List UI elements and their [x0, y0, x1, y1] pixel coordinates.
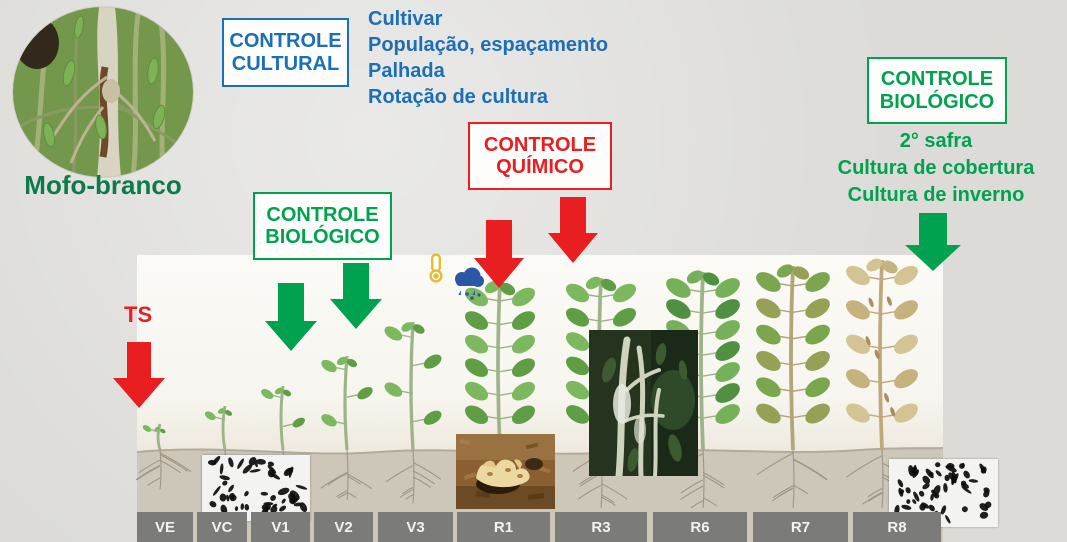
thermometer-icon [426, 253, 446, 283]
cultural-item: Cultivar [368, 6, 608, 32]
controle-biologico-right-line1: CONTROLE [881, 68, 993, 90]
controle-biologico-left-box: CONTROLE BIOLÓGICO [253, 192, 392, 260]
controle-cultural-line1: CONTROLE [229, 30, 341, 52]
cultural-item: Rotação de cultura [368, 84, 608, 110]
controle-biologico-right-line2: BIOLÓGICO [880, 91, 994, 113]
stage-label-vc: VC [197, 512, 247, 542]
controle-quimico-line1: CONTROLE [484, 134, 596, 156]
stage-label-r8: R8 [853, 512, 941, 542]
cultural-control-list: Cultivar População, espaçamento Palhada … [368, 6, 608, 110]
controle-quimico-box: CONTROLE QUÍMICO [468, 122, 612, 190]
ts-red-arrow [113, 342, 165, 408]
stage-label-r6: R6 [653, 512, 747, 542]
biologico-item: Cultura de inverno [812, 182, 1060, 209]
stage-label-r1: R1 [457, 512, 550, 542]
quimico-red-arrow-2 [548, 197, 598, 263]
biologico-right-green-arrow [905, 213, 961, 271]
controle-cultural-box: CONTROLE CULTURAL [222, 18, 349, 87]
stage-label-r3: R3 [555, 512, 647, 542]
biologico-item: 2° safra [812, 128, 1060, 155]
controle-biologico-left-line1: CONTROLE [266, 204, 378, 226]
controle-cultural-line2: CULTURAL [232, 53, 339, 75]
rain-cloud-icon [451, 266, 486, 301]
diseased-plant-photo [589, 330, 698, 476]
biologico-green-arrow-1 [265, 283, 317, 351]
seed-treatment-label: TS [124, 302, 152, 328]
stage-label-v2: V2 [314, 512, 373, 542]
controle-biologico-left-line2: BIOLÓGICO [265, 226, 379, 248]
biological-control-list: 2° safra Cultura de cobertura Cultura de… [812, 128, 1060, 209]
stage-label-v3: V3 [378, 512, 453, 542]
stage-label-ve: VE [137, 512, 193, 542]
controle-biologico-right-box: CONTROLE BIOLÓGICO [867, 57, 1007, 124]
mofo-branco-photo [13, 7, 193, 177]
controle-quimico-line2: QUÍMICO [496, 156, 584, 178]
apothecia-photo [456, 434, 555, 509]
cultural-item: Palhada [368, 58, 608, 84]
biologico-item: Cultura de cobertura [812, 155, 1060, 182]
disease-name-label: Mofo-branco [8, 170, 198, 201]
cultural-item: População, espaçamento [368, 32, 608, 58]
biologico-green-arrow-2 [330, 263, 382, 329]
apothecia-mushrooms [476, 460, 530, 488]
stage-label-v1: V1 [251, 512, 310, 542]
stage-label-r7: R7 [753, 512, 848, 542]
